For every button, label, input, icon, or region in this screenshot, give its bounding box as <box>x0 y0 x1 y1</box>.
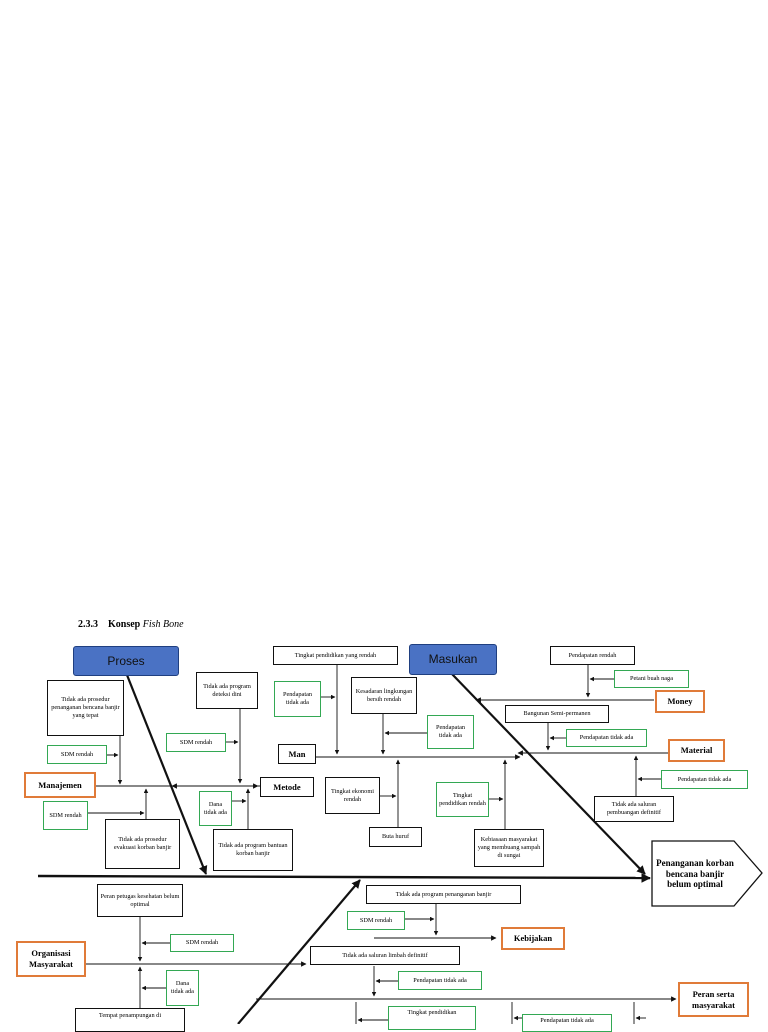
cause-tingkat-pendidikan-1: Tingkat pendidikan yang rendah <box>273 646 398 665</box>
cause-saluran-limbah: Tidak ada saluran limbah definitif <box>310 946 460 965</box>
lower-bone <box>237 879 361 1024</box>
cause-tingkat-pendidikan-3: Tingkat pendidikan <box>388 1006 476 1030</box>
effect-shape <box>651 840 763 907</box>
cause-pendapatan-4: Pendapatan tidak ada <box>661 770 748 789</box>
cause-sdm-rendah-3: SDM rendah <box>166 733 226 752</box>
category-money: Money <box>655 690 705 713</box>
cause-tempat-penampungan: Tempat penampungan di <box>75 1008 185 1032</box>
category-peran-serta: Peran serta masyarakat <box>678 982 749 1017</box>
cause-bangunan: Bangunan Semi-permanen <box>505 705 609 723</box>
cause-sdm-rendah-1: SDM rendah <box>47 745 107 764</box>
section-title-prefix: Konsep <box>108 619 141 630</box>
cause-pendapatan-rendah: Pendapatan rendah <box>550 646 635 665</box>
cause-petani: Petani buah naga <box>614 670 689 688</box>
category-metode: Metode <box>260 777 314 797</box>
cause-sdm-rendah-5: SDM rendah <box>347 911 405 930</box>
section-heading: 2.3.3 Konsep Fish Bone <box>78 619 184 630</box>
masukan-bone <box>450 672 646 875</box>
cause-program-penanganan: Tidak ada program penanganan banjir <box>366 885 521 904</box>
category-organisasi: Organisasi Masyarakat <box>16 941 86 977</box>
cause-prosedur-evakuasi: Tidak ada prosedur evakuasi korban banji… <box>105 819 180 869</box>
cause-pendapatan-5: Pendapatan tidak ada <box>398 971 482 990</box>
cause-kesadaran: Kesadaran lingkungan bersih rendah <box>351 677 417 714</box>
cause-program-bantuan: Tidak ada program bantuan korban banjir <box>213 829 293 871</box>
cause-pendapatan-2: Pendapatan tidak ada <box>427 715 474 749</box>
cause-pendapatan-1: Pendapatan tidak ada <box>274 681 321 717</box>
cause-tingkat-ekonomi: Tingkat ekonomi rendah <box>325 777 380 814</box>
cause-pendapatan-3: Pendapatan tidak ada <box>566 729 647 747</box>
cause-dana-1: Dana tidak ada <box>199 791 232 826</box>
category-proses: Proses <box>73 646 179 676</box>
cause-tidak-ada-prosedur: Tidak ada prosedur penanganan bencana ba… <box>47 680 124 736</box>
section-title-italic: Fish Bone <box>142 619 184 630</box>
cause-kebiasaan: Kebiasaan masyarakat yang membuang sampa… <box>474 829 544 867</box>
cause-tingkat-pendidikan-2: Tingkat pendidikan rendah <box>436 782 489 817</box>
cause-buta-huruf: Buta huruf <box>369 827 422 847</box>
proses-bone <box>125 674 208 875</box>
cause-peran-petugas: Peran petugas kesehatan belum optimal <box>97 884 183 917</box>
spine-line <box>37 873 651 883</box>
cause-pendapatan-6: Pendapatan tidak ada <box>522 1014 612 1032</box>
category-man: Man <box>278 744 316 764</box>
category-material: Material <box>668 739 725 762</box>
cause-dana-2: Dana tidak ada <box>166 970 199 1006</box>
category-kebijakan: Kebijakan <box>501 927 565 950</box>
section-number: 2.3.3 <box>78 619 98 630</box>
cause-saluran-pembuangan: Tidak ada saluran pembuangan definitif <box>594 796 674 822</box>
effect-label: Penanganan korban bencana banjir belum o… <box>656 857 734 890</box>
cause-program-deteksi: Tidak ada program deteksi dini <box>196 672 258 709</box>
category-manajemen: Manajemen <box>24 772 96 798</box>
cause-sdm-rendah-2: SDM rendah <box>43 801 88 830</box>
category-masukan: Masukan <box>409 644 497 675</box>
cause-sdm-rendah-4: SDM rendah <box>170 934 234 952</box>
